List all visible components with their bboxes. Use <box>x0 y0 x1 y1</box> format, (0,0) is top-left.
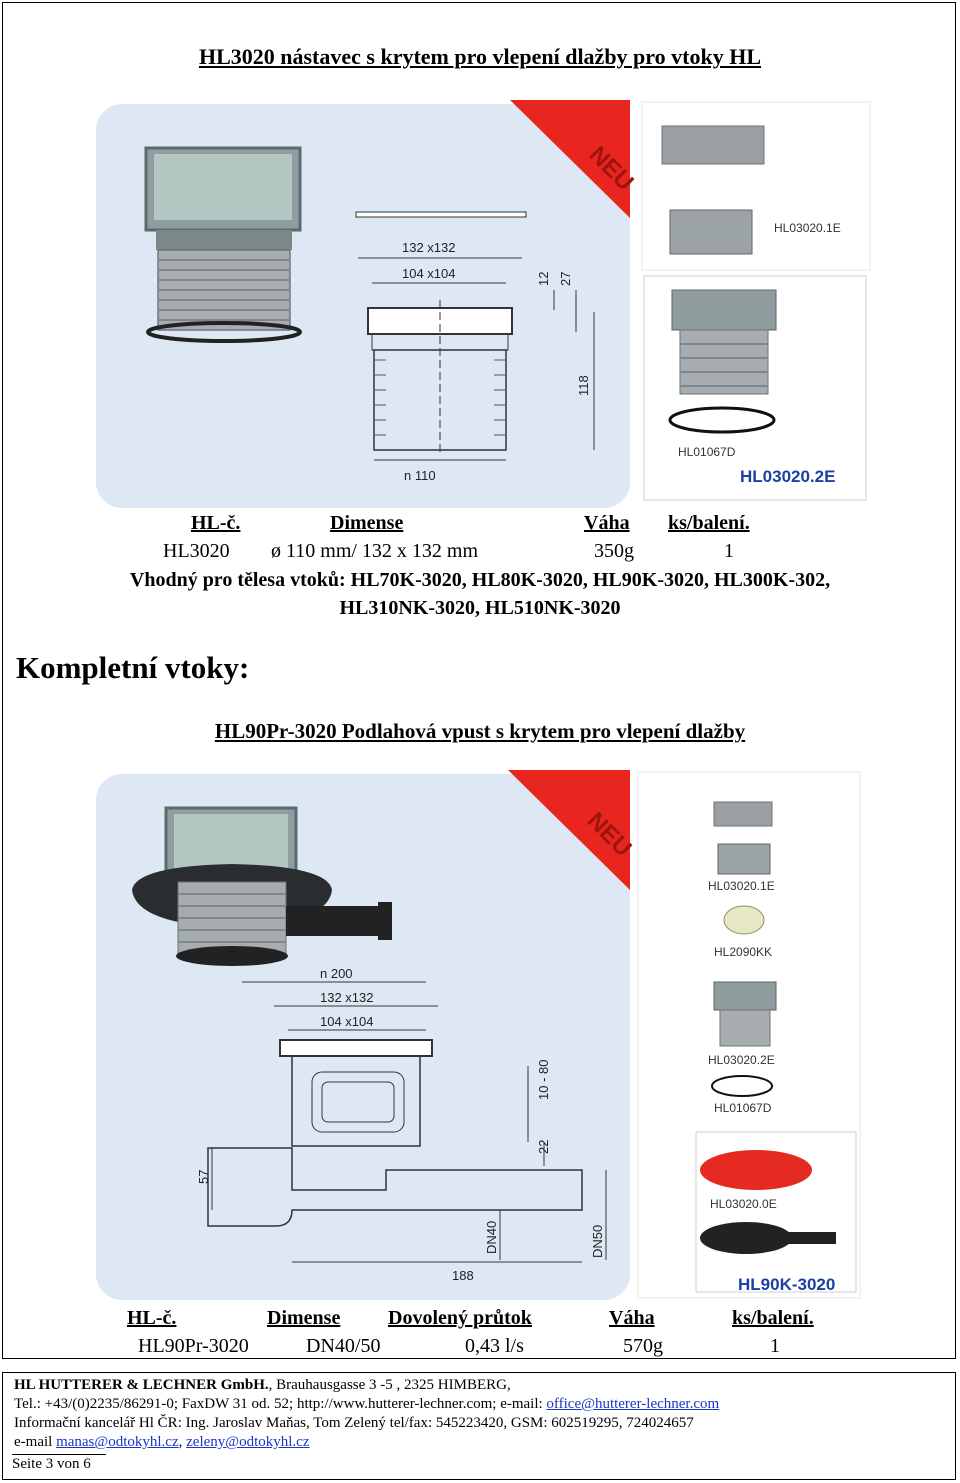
dim-dn50: DN50 <box>590 1225 605 1258</box>
dim-104: 104 x104 <box>402 266 456 281</box>
dim-132: 132 x132 <box>402 240 456 255</box>
dim-dn40: DN40 <box>484 1221 499 1254</box>
part-ring-label: HL01067D <box>678 445 736 459</box>
dim-132-b: 132 x132 <box>320 990 374 1005</box>
part2-drain-label: HL90K-3020 <box>738 1275 835 1294</box>
table1-header-hlc: HL-č. <box>191 512 241 534</box>
table1-header-ks: ks/balení. <box>668 512 750 534</box>
footer-page-number: Seite 3 von 6 <box>12 1454 106 1473</box>
product-image-hl3020: NEU 132 x132 104 x104 n 110 12 27 118 HL <box>96 100 872 510</box>
section2-title: HL90Pr-3020 Podlahová vpust s krytem pro… <box>214 719 746 743</box>
suitable-line-2: HL310NK-3020, HL510NK-3020 <box>339 597 621 619</box>
footer-company: HL HUTTERER & LECHNER GmbH. <box>14 1377 269 1393</box>
footer-tel: Tel.: +43/(0)2235/86291-0; FaxDW 31 od. … <box>14 1396 547 1412</box>
part2-cover-label: HL03020.1E <box>708 879 775 893</box>
footer-email-manas[interactable]: manas@odtokyhl.cz <box>56 1434 179 1450</box>
suitable-line-1: Vhodný pro tělesa vtoků: HL70K-3020, HL8… <box>129 569 831 591</box>
footer-company-line: HL HUTTERER & LECHNER GmbH., Brauhausgas… <box>14 1377 511 1394</box>
table2-cell-prutok: 0,43 l/s <box>465 1335 524 1357</box>
hl90pr-drawing: NEU n 200 132 x132 104 x104 10 - 80 22 5… <box>96 770 861 1300</box>
footer-frame <box>2 1372 956 1480</box>
product-image-hl90pr: NEU n 200 132 x132 104 x104 10 - 80 22 5… <box>96 770 862 1302</box>
section1-title: HL3020 nástavec s krytem pro vlepení dla… <box>198 44 762 69</box>
table2-header-ks: ks/balení. <box>732 1307 814 1329</box>
table2-cell-vaha: 570g <box>623 1335 663 1357</box>
part2-flange-label: HL03020.0E <box>710 1197 777 1211</box>
table1-cell-ks: 1 <box>724 540 734 562</box>
part2-ring-label: HL01067D <box>714 1101 772 1115</box>
dim-104-b: 104 x104 <box>320 1014 374 1029</box>
table1-cell-dimense: ø 110 mm/ 132 x 132 mm <box>271 540 479 562</box>
part2-body-label: HL03020.2E <box>708 1053 775 1067</box>
table1-header-dimense: Dimense <box>330 512 404 534</box>
table2-header-dimense: Dimense <box>267 1307 341 1329</box>
table1-cell-hlc: HL3020 <box>163 540 230 562</box>
dim-188: 188 <box>452 1268 474 1283</box>
dim-10-80: 10 - 80 <box>536 1060 551 1100</box>
table2-cell-dimense: DN40/50 <box>306 1335 381 1357</box>
table1-cell-vaha: 350g <box>594 540 634 562</box>
footer-email-sep: , <box>178 1434 187 1450</box>
part-body-label: HL03020.2E <box>740 467 835 486</box>
table2-header-prutok: Dovolený průtok <box>388 1307 532 1329</box>
hl3020-drawing: NEU 132 x132 104 x104 n 110 12 27 118 HL <box>96 100 871 508</box>
dim-27: 27 <box>558 272 573 286</box>
dim-12: 12 <box>536 272 551 286</box>
neu-ribbon <box>510 100 630 218</box>
table2-header-vaha: Váha <box>609 1307 655 1329</box>
footer-office-line: Informační kancelář Hl ČR: Ing. Jaroslav… <box>14 1415 694 1431</box>
table1-header-vaha: Váha <box>584 512 630 534</box>
dim-n110: n 110 <box>404 468 436 483</box>
table2-cell-hlc: HL90Pr-3020 <box>138 1335 249 1357</box>
dim-n200: n 200 <box>320 966 353 981</box>
dim-57: 57 <box>196 1170 211 1184</box>
dim-22: 22 <box>536 1140 551 1154</box>
part-cover-label: HL03020.1E <box>774 221 841 235</box>
footer-address: , Brauhausgasse 3 -5 , 2325 HIMBERG, <box>268 1377 511 1393</box>
page-frame <box>2 2 956 1359</box>
table2-cell-ks: 1 <box>770 1335 780 1357</box>
footer-email-line: e-mail manas@odtokyhl.cz, zeleny@odtokyh… <box>14 1434 309 1451</box>
part2-kk-label: HL2090KK <box>714 945 772 959</box>
footer-email-zeleny[interactable]: zeleny@odtokyhl.cz <box>186 1434 310 1450</box>
dim-118: 118 <box>576 375 591 396</box>
footer-tel-line: Tel.: +43/(0)2235/86291-0; FaxDW 31 od. … <box>14 1396 719 1413</box>
footer-email-label: e-mail <box>14 1434 57 1450</box>
table2-header-hlc: HL-č. <box>127 1307 177 1329</box>
footer-email-office[interactable]: office@hutterer-lechner.com <box>546 1396 720 1412</box>
complete-drains-heading: Kompletní vtoky: <box>16 650 250 685</box>
